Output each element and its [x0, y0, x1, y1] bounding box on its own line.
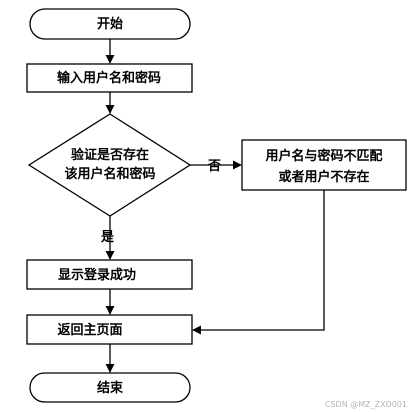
no-edge-label: 否	[207, 159, 221, 174]
csdn-watermark: CSDN @MZ_ZXD001	[324, 400, 407, 409]
edge-error-to-return	[192, 190, 325, 335]
success-process-label: 显示登录成功	[58, 267, 136, 283]
error-label-line2: 或者用户不存在	[278, 169, 369, 185]
yes-edge-label: 是	[100, 230, 115, 245]
end-label: 结束	[97, 380, 124, 396]
end-terminal	[29, 372, 191, 403]
verify-decision-diamond	[27, 113, 192, 217]
input-process-label: 输入用户名和密码	[57, 70, 161, 86]
decision-label-line2: 该用户名和密码	[64, 166, 155, 182]
input-process-box	[26, 63, 193, 93]
success-process-box	[26, 259, 193, 290]
error-process-box	[241, 139, 407, 191]
error-label-line1: 用户名与密码不匹配	[264, 148, 382, 164]
start-label: 开始	[97, 16, 123, 32]
return-home-label: 返回主页面	[57, 322, 122, 338]
decision-label-line1: 验证是否存在	[71, 147, 149, 163]
